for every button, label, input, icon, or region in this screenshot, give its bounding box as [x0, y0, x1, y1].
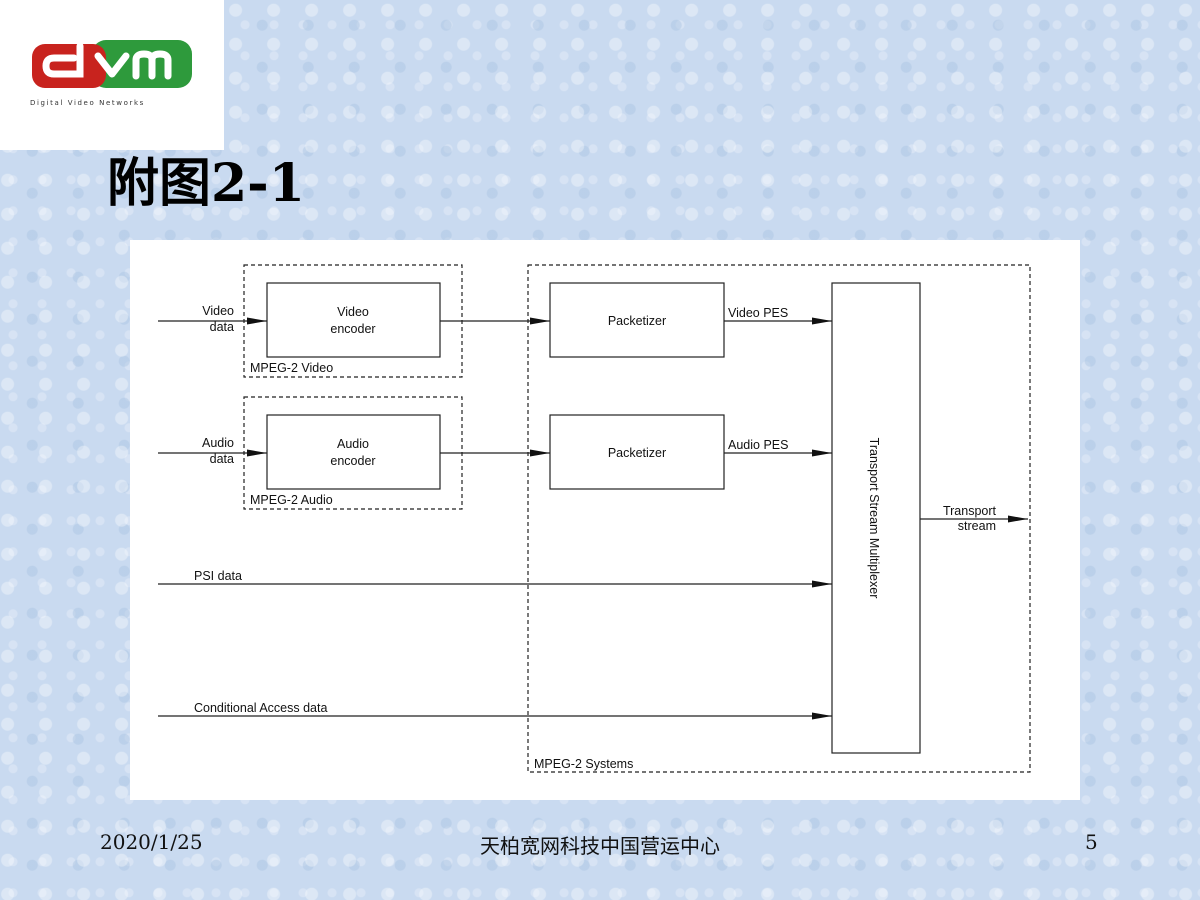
audio-data-label-line1: Audio: [202, 436, 234, 450]
group-mpeg2-systems-box: [527, 264, 1031, 773]
transport-stream-label-line1: Transport: [943, 504, 997, 518]
video-packetizer-label: Packetizer: [608, 314, 666, 328]
psi-data-label: PSI data: [194, 569, 242, 583]
conditional-access-data-label: Conditional Access data: [194, 701, 327, 715]
audio-encoder-label-line1: Audio: [337, 437, 369, 451]
block-transport-stream-multiplexer: [831, 282, 921, 754]
logo-panel: Digital Video Networks: [0, 0, 224, 150]
mpeg2-transport-diagram: MPEG-2 Video MPEG-2 Audio MPEG-2 Systems…: [158, 264, 1031, 773]
footer-date: 2020/1/25: [100, 830, 203, 854]
audio-data-label-line2: data: [210, 452, 234, 466]
slide-title: 附图2-1: [107, 153, 305, 214]
block-video-packetizer: [549, 282, 725, 358]
multiplexer-label: Transport Stream Multiplexer: [867, 438, 881, 599]
block-audio-encoder: [266, 414, 441, 490]
group-label-mpeg2-audio: MPEG-2 Audio: [250, 493, 333, 507]
group-label-mpeg2-video: MPEG-2 Video: [250, 361, 333, 375]
transport-stream-label-line2: stream: [958, 519, 996, 533]
logo-letter-v: [94, 52, 130, 78]
dvm-logo: [32, 40, 192, 88]
diagram-panel: MPEG-2 Video MPEG-2 Audio MPEG-2 Systems…: [130, 240, 1080, 800]
logo-letter-d: [42, 42, 84, 78]
video-data-label-line2: data: [210, 320, 234, 334]
audio-pes-label: Audio PES: [728, 438, 788, 452]
footer-organization: 天柏宽网科技中国营运中心: [480, 834, 720, 858]
logo-subtitle: Digital Video Networks: [30, 99, 145, 107]
audio-packetizer-label: Packetizer: [608, 446, 666, 460]
video-encoder-label-line1: Video: [337, 305, 369, 319]
block-video-encoder: [266, 282, 441, 358]
block-audio-packetizer: [549, 414, 725, 490]
group-label-mpeg2-systems: MPEG-2 Systems: [534, 757, 633, 771]
audio-encoder-label-line2: encoder: [330, 454, 375, 468]
logo-letter-m: [132, 50, 172, 80]
footer-page-number: 5: [1085, 830, 1098, 854]
video-encoder-label-line2: encoder: [330, 322, 375, 336]
video-data-label-line1: Video: [202, 304, 234, 318]
video-pes-label: Video PES: [728, 306, 788, 320]
